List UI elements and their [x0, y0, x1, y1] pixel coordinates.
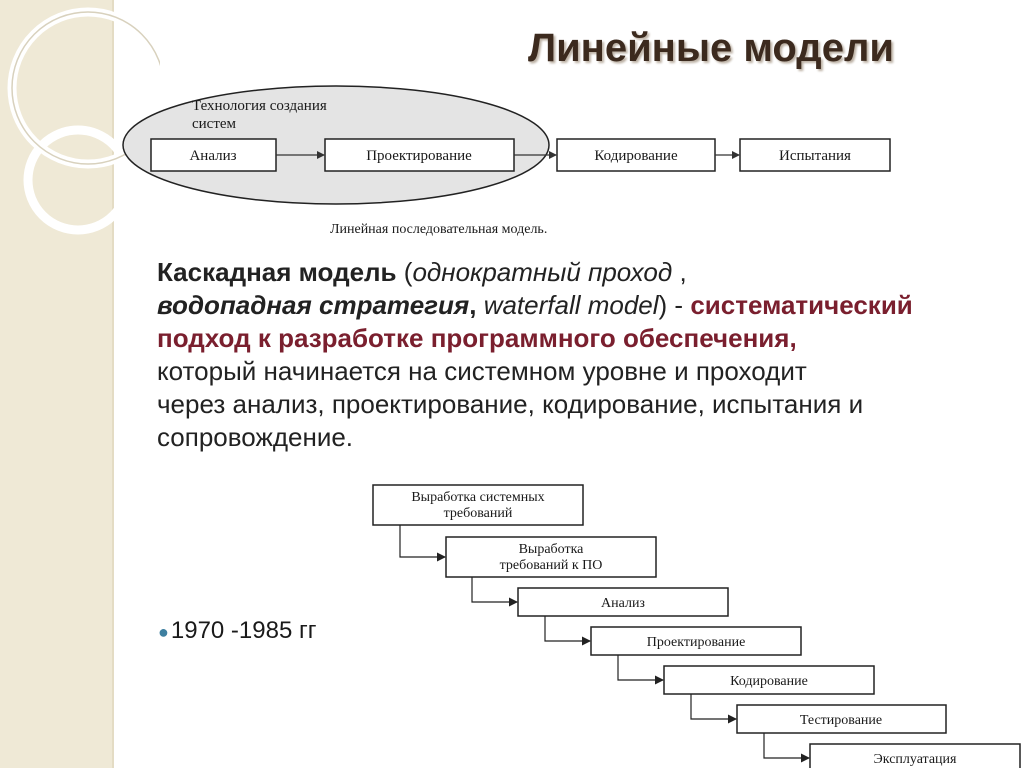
waterfall-arrow-4 — [617, 655, 664, 685]
alias-waterfall-model: waterfall model — [483, 290, 659, 320]
comma-3: , — [789, 323, 797, 353]
highlight-part-1: систематический — [690, 290, 913, 320]
bullet-dot-icon: ● — [158, 622, 169, 642]
waterfall-step-7 — [809, 743, 1021, 768]
definition-line-5: через анализ, проектирование, кодировани… — [157, 389, 864, 419]
group-label-line1: Технология создания — [192, 98, 327, 114]
paren-open: ( — [396, 257, 413, 287]
definition-line-4: который начинается на системном уровне и… — [157, 356, 807, 386]
step-box-analysis — [150, 138, 277, 172]
decorative-ring-small — [23, 125, 133, 235]
step-box-coding — [556, 138, 716, 172]
comma-2: , — [469, 290, 484, 320]
years-bullet: ●1970 -1985 гг — [158, 617, 317, 645]
decorative-ring-large-outline — [11, 11, 160, 165]
decorative-circles — [7, 7, 160, 235]
waterfall-step-5 — [663, 665, 875, 695]
waterfall-step-4-label: Проектирование — [647, 635, 746, 650]
group-label-line2: систем — [192, 116, 237, 132]
waterfall-step-1-line2: требований — [444, 506, 513, 521]
step-label-design: Проектирование — [366, 148, 472, 164]
term-name: Каскадная модель — [157, 257, 397, 287]
alias-waterfall-strategy: водопадная стратегия — [157, 290, 470, 320]
waterfall-step-1 — [372, 484, 584, 526]
waterfall-step-3 — [517, 587, 729, 617]
waterfall-step-6-label: Тестирование — [800, 713, 882, 728]
waterfall-arrow-3 — [544, 616, 591, 646]
dash: ) - — [658, 290, 691, 320]
highlight-part-2: подход к разработке программного обеспеч… — [157, 323, 790, 353]
waterfall-step-2 — [445, 536, 657, 578]
slide-title: Линейные модели — [528, 26, 894, 70]
waterfall-arrow-5 — [690, 694, 737, 724]
waterfall-arrow-2 — [471, 577, 518, 607]
waterfall-step-7-label: Эксплуатация — [874, 752, 958, 767]
left-band-edge — [112, 0, 114, 768]
waterfall-step-1-line1: Выработка системных — [411, 490, 544, 505]
waterfall-step-5-label: Кодирование — [730, 674, 808, 689]
definition-line-6: сопровождение. — [157, 422, 354, 452]
step-box-design — [324, 138, 515, 172]
step-label-analysis: Анализ — [189, 148, 236, 164]
comma-1: , — [672, 257, 687, 287]
waterfall-step-6 — [736, 704, 947, 734]
waterfall-step-2-line1: Выработка — [519, 542, 585, 557]
waterfall-definition: Каскадная модель (однократный проход , в… — [157, 256, 1007, 454]
definition-line-3: подход к разработке программного обеспеч… — [157, 322, 1007, 355]
waterfall-step-3-label: Анализ — [601, 596, 645, 611]
alias-single-pass: однократный проход — [412, 257, 673, 287]
linear-model-caption: Линейная последовательная модель. — [330, 222, 547, 237]
step-label-coding: Кодирование — [594, 148, 678, 164]
definition-line-1: Каскадная модель (однократный проход , — [157, 256, 1007, 289]
years-text: 1970 -1985 гг — [170, 617, 317, 644]
waterfall-arrow-1 — [399, 525, 446, 562]
waterfall-step-2-line2: требований к ПО — [500, 558, 603, 573]
step-label-testing: Испытания — [779, 148, 851, 164]
definition-line-2: водопадная стратегия, waterfall model) -… — [157, 289, 1007, 322]
waterfall-step-4 — [590, 626, 802, 656]
waterfall-arrow-6 — [763, 733, 810, 763]
step-box-testing — [739, 138, 891, 172]
